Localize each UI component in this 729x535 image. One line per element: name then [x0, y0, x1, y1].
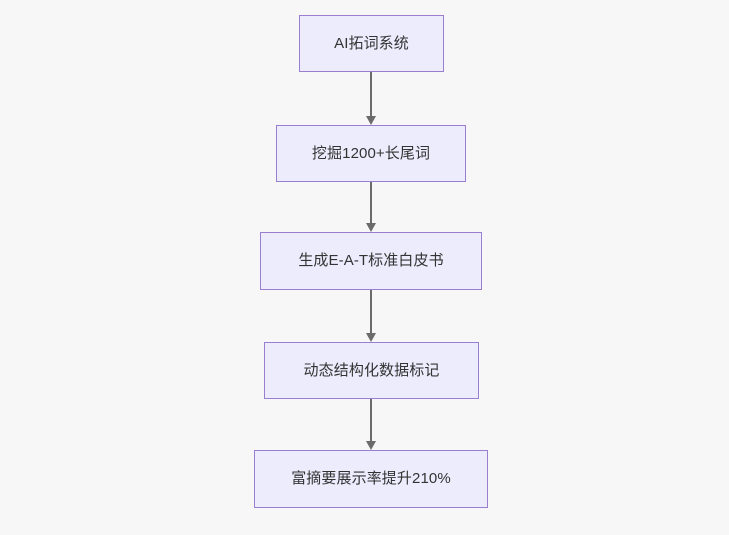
arrow-down-icon — [366, 333, 376, 342]
flowchart-edge-1 — [370, 72, 372, 117]
flowchart-node-4-label: 动态结构化数据标记 — [303, 361, 440, 379]
flowchart-node-1[interactable]: AI拓词系统 — [299, 15, 444, 72]
flowchart-edge-3 — [370, 290, 372, 334]
flowchart-node-3-label: 生成E-A-T标准白皮书 — [298, 252, 444, 270]
arrow-down-icon — [366, 116, 376, 125]
flowchart-node-5-label: 富摘要展示率提升210% — [291, 470, 451, 488]
flowchart-edge-2 — [370, 182, 372, 224]
flowchart-node-3[interactable]: 生成E-A-T标准白皮书 — [260, 232, 482, 290]
flowchart-node-1-label: AI拓词系统 — [334, 34, 409, 52]
flowchart-node-2[interactable]: 挖掘1200+长尾词 — [276, 125, 466, 182]
arrow-down-icon — [366, 223, 376, 232]
flowchart-node-5[interactable]: 富摘要展示率提升210% — [254, 450, 488, 508]
flowchart-node-2-label: 挖掘1200+长尾词 — [311, 144, 431, 162]
flowchart-edge-4 — [370, 399, 372, 442]
arrow-down-icon — [366, 441, 376, 450]
flowchart-node-4[interactable]: 动态结构化数据标记 — [264, 342, 479, 399]
